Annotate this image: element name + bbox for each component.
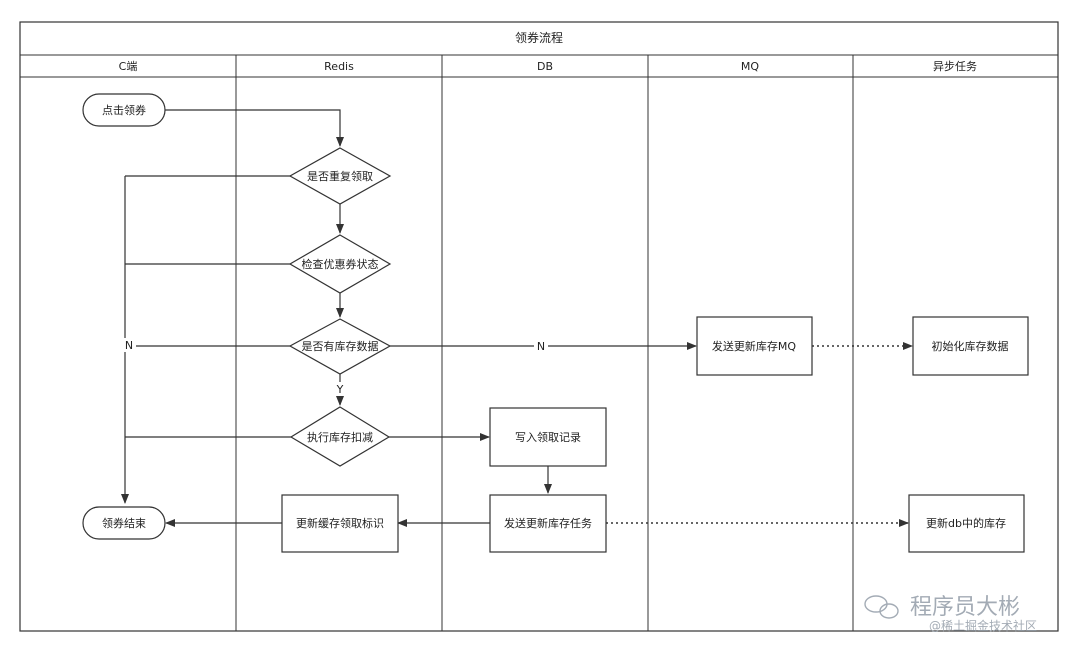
node-write-record: 写入领取记录	[489, 407, 607, 467]
node-init-stock: 初始化库存数据	[912, 316, 1029, 376]
decision-status: 检查优惠券状态	[288, 234, 392, 294]
decision-deduct: 执行库存扣减	[289, 406, 391, 467]
edge-label-no-left: N	[125, 339, 133, 352]
decision-repeat-label: 是否重复领取	[307, 169, 373, 183]
watermark-main: 程序员大彬	[910, 595, 1020, 620]
node-update-cache: 更新缓存领取标识	[281, 494, 399, 553]
label-bg	[534, 339, 548, 353]
wechat-icon	[864, 595, 899, 619]
lane-header-db: DB	[537, 60, 553, 73]
node-init-stock-label: 初始化库存数据	[932, 339, 1009, 353]
lane-header-mq: MQ	[741, 60, 759, 73]
decision-status-label: 检查优惠券状态	[302, 257, 379, 271]
node-update-db: 更新db中的库存	[908, 494, 1025, 553]
label-bg	[122, 338, 136, 352]
label-bg	[333, 382, 347, 396]
node-send-mq: 发送更新库存MQ	[696, 316, 813, 376]
edge-label-yes: Y	[336, 383, 344, 396]
node-end-label: 领券结束	[102, 516, 146, 530]
node-write-record-label: 写入领取记录	[515, 431, 581, 444]
diagram-title: 领券流程	[515, 30, 563, 45]
decision-stock-label: 是否有库存数据	[302, 339, 379, 353]
decision-stock: 是否有库存数据	[288, 318, 392, 375]
decision-repeat: 是否重复领取	[288, 147, 392, 205]
node-start-label: 点击领券	[102, 103, 146, 117]
edge-label-no-right: N	[537, 340, 545, 353]
node-update-db-label: 更新db中的库存	[926, 516, 1006, 530]
lane-header-async: 异步任务	[933, 60, 977, 73]
node-end: 领券结束	[82, 506, 166, 540]
decision-deduct-label: 执行库存扣减	[307, 430, 373, 444]
lane-header-client: C端	[119, 60, 138, 73]
watermark-sub: @稀土掘金技术社区	[929, 618, 1037, 633]
node-update-cache-label: 更新缓存领取标识	[296, 516, 384, 530]
node-send-task: 发送更新库存任务	[489, 494, 607, 553]
node-send-mq-label: 发送更新库存MQ	[712, 339, 796, 353]
watermark: 程序员大彬 @稀土掘金技术社区	[864, 595, 1037, 633]
node-send-task-label: 发送更新库存任务	[504, 516, 592, 530]
lane-header-redis: Redis	[324, 60, 354, 73]
edge-start-to-repeat	[165, 109, 344, 147]
node-start: 点击领券	[82, 93, 166, 127]
